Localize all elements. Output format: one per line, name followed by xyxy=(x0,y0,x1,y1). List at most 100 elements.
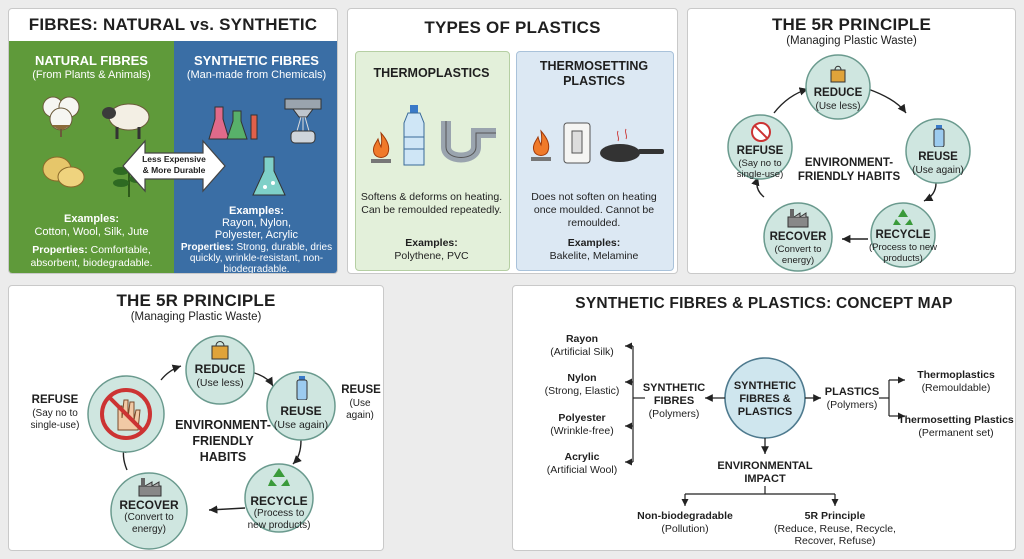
small-recover-label: RECOVER xyxy=(769,231,827,243)
sheep-icon xyxy=(102,103,150,139)
cm-synthetic-line1: SYNTHETIC xyxy=(642,382,706,394)
cm-synthetic-line2: FIBRES xyxy=(653,395,695,407)
large-refuse-side-sub1: (Say no to xyxy=(32,408,78,419)
concept-map-links xyxy=(625,342,905,506)
synthetic-properties: Properties: Strong, durable, dries quick… xyxy=(179,242,334,274)
no-plastic-bag-icon xyxy=(751,122,771,142)
cm-fibre-polyester-name: Polyester xyxy=(558,412,606,424)
small-center-line1: ENVIRONMENT- xyxy=(804,157,894,169)
cm-nonbio-sub: (Pollution) xyxy=(661,523,709,535)
cm-fibre-nylon-sub: (Strong, Elastic) xyxy=(544,385,620,397)
shopping-bag-icon xyxy=(830,65,846,83)
natural-examples: Cotton, Wool, Silk, Jute xyxy=(34,226,149,238)
thermosetting-description: Does not soften on heating once moulded.… xyxy=(531,191,657,229)
large-center-line1: ENVIRONMENT- xyxy=(175,418,271,432)
cm-thermosetting-name: Thermosetting Plastics xyxy=(898,414,1014,426)
five-r-small-panel: THE 5R PRINCIPLE (Managing Plastic Waste… xyxy=(687,8,1016,274)
large-factory-icon xyxy=(138,478,162,497)
small-reuse-label: REUSE xyxy=(918,151,958,163)
large-recycle-sub1: (Process to xyxy=(253,508,305,519)
five-r-small-title: THE 5R PRINCIPLE xyxy=(771,15,932,34)
thermosetting-heading-line1: THERMOSETTING xyxy=(539,59,649,73)
small-center-line2: FRIENDLY HABITS xyxy=(797,171,901,183)
small-refuse-label: REFUSE xyxy=(736,145,784,157)
small-refuse-sub1: (Say no to xyxy=(738,158,782,169)
five-r-small-subtitle: (Managing Plastic Waste) xyxy=(786,35,917,47)
recycle-icon xyxy=(893,209,913,225)
synthetic-properties-text: Strong, durable, dries quickly, wrinkle-… xyxy=(189,242,333,274)
cm-fibre-acrylic-sub: (Artificial Wool) xyxy=(546,464,618,476)
cm-plastics-sub: (Polymers) xyxy=(826,399,878,411)
cm-impact-line2: IMPACT xyxy=(744,473,786,485)
cm-fiver-sub2: Recover, Refuse) xyxy=(794,535,876,547)
small-recover-sub1: (Convert to xyxy=(774,244,822,255)
five-r-large-panel: THE 5R PRINCIPLE (Managing Plastic Waste… xyxy=(8,285,384,551)
concept-map-title: SYNTHETIC FIBRES & PLASTICS: CONCEPT MAP xyxy=(575,295,953,312)
cm-fiver-name: 5R Principle xyxy=(804,510,866,522)
fibres-panel: FIBRES: NATURAL vs. SYNTHETIC NATURAL FI… xyxy=(8,8,338,274)
chemical-flask-icon xyxy=(252,156,286,196)
synthetic-examples-line1: Rayon, Nylon, xyxy=(221,217,292,229)
arrow-text-line2: & More Durable xyxy=(142,165,206,175)
plastic-bottle-icon xyxy=(403,105,425,166)
fibres-title: FIBRES: NATURAL vs. SYNTHETIC xyxy=(28,15,318,34)
spinneret-machine-icon xyxy=(284,98,322,144)
natural-examples-label: Examples: xyxy=(63,213,120,225)
large-reuse-side-sub: (Use again) xyxy=(346,398,374,421)
cm-fibre-nylon-name: Nylon xyxy=(567,372,597,384)
thermoplastics-description: Softens & deforms on heating. Can be rem… xyxy=(360,191,503,216)
cm-thermoplastics-name: Thermoplastics xyxy=(917,369,995,381)
pvc-pipe-icon xyxy=(441,121,496,163)
concept-map-panel: SYNTHETIC FIBRES & PLASTICS: CONCEPT MAP… xyxy=(512,285,1016,551)
synthetic-fibres-sub: (Man-made from Chemicals) xyxy=(186,69,327,81)
five-r-large-title: THE 5R PRINCIPLE xyxy=(116,291,276,310)
synthetic-examples-line2: Polyester, Acrylic xyxy=(214,229,299,241)
synthetic-fibres-heading: SYNTHETIC FIBRES xyxy=(194,53,319,68)
large-recycle-label: RECYCLE xyxy=(250,494,308,508)
no-hand-icon xyxy=(100,388,152,440)
large-shopping-bag-icon xyxy=(211,341,229,360)
small-reuse-sub: (Use again) xyxy=(912,165,964,176)
five-r-small-cycle xyxy=(727,54,971,272)
large-center-line2: FRIENDLY xyxy=(192,434,254,448)
large-recycle-icon xyxy=(268,468,290,486)
plastics-title: TYPES OF PLASTICS xyxy=(424,18,601,37)
arrow-text-line1: Less Expensive xyxy=(142,154,206,164)
cm-thermosetting-sub: (Permanent set) xyxy=(918,427,994,439)
electric-switch-icon xyxy=(563,122,591,164)
large-recover-sub2: energy) xyxy=(132,524,166,535)
small-recover-sub2: energy) xyxy=(781,255,815,266)
large-reduce-sub: (Use less) xyxy=(196,377,244,389)
large-refuse-side-label: REFUSE xyxy=(31,394,79,406)
thermosetting-heading-line2: PLASTICS xyxy=(563,74,625,88)
large-bottle-icon xyxy=(296,376,308,400)
cm-fiver-sub1: (Reduce, Reuse, Recycle, xyxy=(774,523,896,535)
cm-fibre-acrylic-name: Acrylic xyxy=(564,451,600,463)
small-reduce-sub: (Use less) xyxy=(815,101,861,112)
small-reduce-label: REDUCE xyxy=(813,87,863,99)
cm-thermoplastics-sub: (Remouldable) xyxy=(921,382,991,394)
large-reuse-side-label: REUSE xyxy=(341,384,381,396)
natural-properties-label: Properties: xyxy=(32,244,88,256)
plastics-panel: TYPES OF PLASTICS THERMOPLASTICS THERMOS… xyxy=(347,8,678,274)
cotton-icon xyxy=(42,96,80,137)
five-r-large-subtitle: (Managing Plastic Waste) xyxy=(130,311,262,323)
five-r-large-cycle xyxy=(87,335,336,550)
small-recycle-sub2: products) xyxy=(883,253,923,264)
cm-fibre-rayon-name: Rayon xyxy=(565,333,599,345)
large-center-line3: HABITS xyxy=(199,450,247,464)
cm-center-line1: SYNTHETIC xyxy=(733,380,797,392)
silk-cocoon-icon xyxy=(42,156,85,188)
synthetic-properties-label: Properties: xyxy=(180,242,234,253)
large-refuse-side-sub2: single-use) xyxy=(30,420,80,431)
thermosetting-examples-label: Examples: xyxy=(567,237,621,249)
thermosetting-examples: Bakelite, Melamine xyxy=(549,250,639,262)
flame-icon xyxy=(371,131,391,163)
large-recycle-sub2: new products) xyxy=(247,520,311,531)
natural-properties-text: Comfortable, absorbent, biodegradable. xyxy=(30,244,153,269)
thermoplastics-examples: Polythene, PVC xyxy=(394,250,469,262)
cm-center-line2: FIBRES & xyxy=(739,393,791,405)
large-recover-label: RECOVER xyxy=(119,498,179,512)
large-reuse-label: REUSE xyxy=(280,404,322,418)
lab-flasks-icon xyxy=(208,106,258,140)
